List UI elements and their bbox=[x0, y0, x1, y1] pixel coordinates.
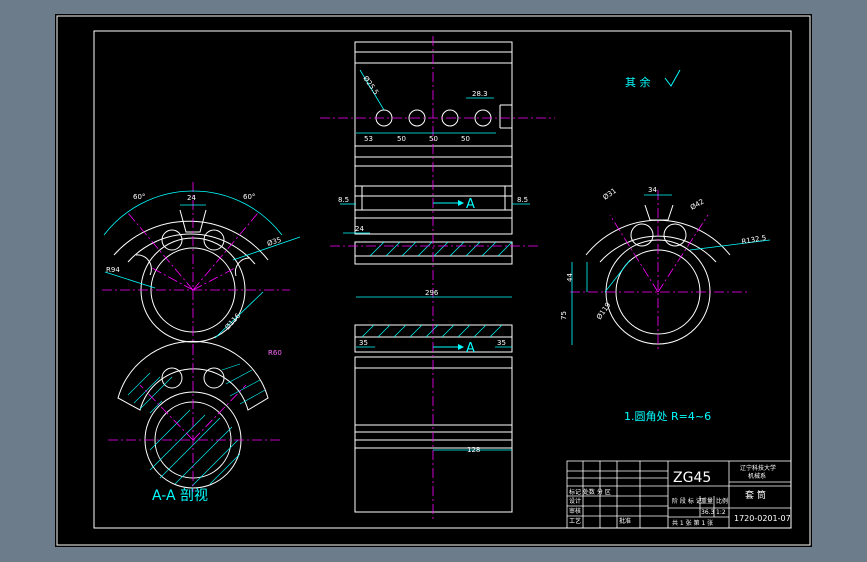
front-lower-body bbox=[354, 356, 513, 513]
stage-label: 阶 段 标 记 bbox=[672, 497, 702, 505]
left-view-centerlines bbox=[102, 182, 290, 348]
dim-bottom-right: 35 bbox=[497, 339, 506, 347]
left-note: R60 bbox=[268, 349, 282, 357]
right-width-dim: 34 bbox=[648, 186, 657, 194]
material: ZG45 bbox=[673, 470, 711, 486]
front-dim-texts: 53 50 50 50 Ø25.5 28.3 8.5 8.5 24 296 35… bbox=[338, 75, 528, 454]
left-view-dims bbox=[103, 190, 301, 339]
right-hole-1 bbox=[630, 223, 654, 247]
tb-sign: 批准 bbox=[619, 517, 631, 525]
dim-top-slot: 28.3 bbox=[472, 90, 488, 98]
drawing-no: 1720-0201-07 bbox=[734, 514, 791, 523]
school-sub: 机械系 bbox=[748, 472, 766, 480]
qty-label: 重量 bbox=[701, 497, 713, 505]
dim-top-spacing-1: 53 bbox=[364, 135, 373, 143]
left-hole-1 bbox=[161, 229, 183, 251]
left-angle-right: 60° bbox=[243, 193, 255, 201]
remaining-finish-note: 其 余 bbox=[625, 75, 651, 89]
front-dimensions bbox=[340, 69, 530, 451]
left-radius-outer: R94 bbox=[106, 266, 120, 274]
outer-border bbox=[56, 15, 811, 546]
dim-left-inset: 24 bbox=[355, 225, 364, 233]
dim-bottom-left: 35 bbox=[359, 339, 368, 347]
tb-row-1: 标记 处数 分 区 bbox=[569, 488, 611, 496]
front-centerlines bbox=[320, 36, 555, 520]
fillet-note: 1.圆角处 R=4~6 bbox=[624, 410, 711, 423]
right-view-centerlines bbox=[570, 190, 750, 350]
left-hole-2 bbox=[203, 229, 225, 251]
section-marker-top: A bbox=[466, 197, 475, 212]
dim-top-spacing-3: 50 bbox=[429, 135, 438, 143]
paper-background bbox=[55, 14, 812, 547]
right-height-44: 44 bbox=[566, 273, 574, 282]
part-name: 套 筒 bbox=[745, 489, 766, 501]
dim-side-right: 8.5 bbox=[517, 196, 528, 204]
finish-symbol bbox=[664, 69, 681, 87]
tb-row-3: 审核 bbox=[569, 507, 581, 515]
front-hatching bbox=[361, 241, 513, 338]
sheet-info: 共 1 张 第 1 张 bbox=[672, 519, 713, 527]
title-block-texts: ZG45 辽宁科技大学 机械系 套 筒 1720-0201-07 36.3 1:… bbox=[569, 464, 791, 527]
ratio-label: 比例 bbox=[716, 497, 728, 505]
right-view-dims bbox=[571, 194, 771, 345]
scale: 1:2 bbox=[716, 509, 726, 516]
section-title: A-A 剖视 bbox=[152, 488, 208, 504]
dim-top-spacing-2: 50 bbox=[397, 135, 406, 143]
weight: 36.3 bbox=[701, 509, 715, 516]
title-block bbox=[566, 460, 792, 529]
left-top-width: 24 bbox=[187, 194, 196, 202]
school-name: 辽宁科技大学 bbox=[740, 464, 776, 472]
dim-total-length: 296 bbox=[425, 289, 439, 297]
right-hole-2 bbox=[663, 223, 687, 247]
left-angle-left: 60° bbox=[133, 193, 145, 201]
front-upper-body bbox=[354, 41, 513, 235]
inner-border bbox=[93, 30, 792, 529]
dim-top-spacing-4: 50 bbox=[461, 135, 470, 143]
section-markers: A A bbox=[433, 197, 475, 356]
tb-row-2: 设计 bbox=[569, 497, 581, 505]
section-marker-bottom: A bbox=[466, 341, 475, 356]
tb-row-4: 工艺 bbox=[569, 517, 581, 525]
section-centerlines bbox=[108, 345, 282, 492]
right-height-75: 75 bbox=[560, 311, 568, 320]
dim-lower-length: 128 bbox=[467, 446, 480, 454]
section-hatching bbox=[127, 363, 266, 487]
dim-side-left: 8.5 bbox=[338, 196, 349, 204]
